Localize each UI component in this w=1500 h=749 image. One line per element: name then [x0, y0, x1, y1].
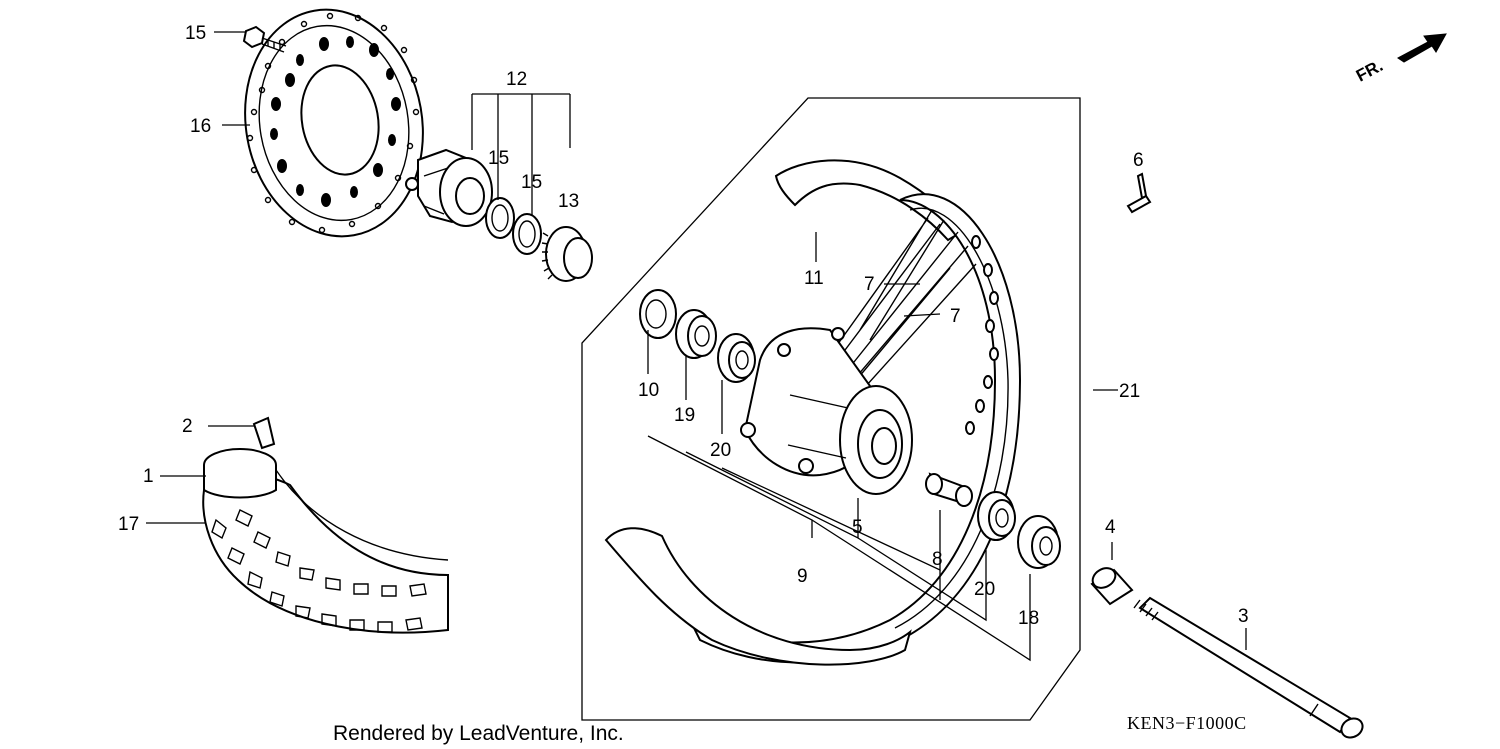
disc-bolt[interactable] [242, 25, 287, 53]
bearing-19[interactable] [675, 309, 717, 359]
callout-16: 16 [190, 116, 211, 137]
callout-10: 10 [638, 380, 659, 401]
callout-5: 5 [852, 517, 863, 538]
bearing-20b[interactable] [977, 491, 1016, 541]
rim-band[interactable] [774, 159, 967, 242]
rim-strip[interactable] [252, 416, 276, 450]
brake-disc[interactable] [228, 0, 441, 251]
speedometer-gear-retainer[interactable] [541, 226, 593, 282]
front-direction-indicator: FR. [1353, 33, 1447, 86]
callout-7b: 7 [950, 306, 961, 327]
rim-band-lower[interactable] [604, 527, 912, 666]
callout-20b: 20 [974, 579, 995, 600]
dust-seal[interactable] [639, 289, 677, 339]
speedometer-gearbox[interactable] [405, 148, 493, 227]
callout-3: 3 [1238, 606, 1249, 627]
spokes[interactable] [829, 209, 977, 387]
callout-8: 8 [932, 549, 943, 570]
callout-15a: 15 [488, 148, 509, 169]
valve-cap[interactable] [1126, 172, 1152, 214]
distance-collar[interactable] [925, 472, 973, 507]
callout-18: 18 [1018, 608, 1039, 629]
front-arrow-icon [1397, 33, 1447, 63]
callout-11: 11 [804, 268, 824, 289]
wheel-hub[interactable] [740, 327, 913, 495]
callout-20a: 20 [710, 440, 731, 461]
bearing-18[interactable] [1017, 515, 1061, 569]
callout-6: 6 [1133, 150, 1144, 171]
gearbox-retainer-washer[interactable] [485, 197, 542, 255]
callout-4: 4 [1105, 517, 1116, 538]
callout-12: 17 [118, 514, 139, 535]
callout-15b: 15 [521, 172, 542, 193]
callout-19: 19 [674, 405, 695, 426]
callout-2: 2 [182, 416, 193, 437]
rim[interactable] [687, 193, 1022, 664]
axle-collar[interactable] [1089, 564, 1134, 606]
front-axle[interactable] [1133, 596, 1366, 741]
front-direction-label: FR. [1353, 56, 1386, 86]
callout-13: 12 [506, 69, 527, 90]
callout-21: 21 [1119, 381, 1140, 402]
tire[interactable] [202, 473, 449, 634]
callout-labels: 15 16 12 15 15 13 6 11 7 7 21 10 19 20 2… [118, 23, 1249, 629]
callout-17: 15 [185, 23, 206, 44]
callout-7a: 7 [864, 274, 875, 295]
callout-9: 9 [797, 566, 808, 587]
render-credit: Rendered by LeadVenture, Inc. [333, 722, 624, 745]
inner-tube[interactable] [203, 448, 449, 561]
callout-14: 13 [558, 191, 579, 212]
diagram-code: KEN3−F1000C [1127, 713, 1247, 733]
bearing-20a[interactable] [717, 333, 756, 383]
callout-1: 1 [143, 466, 154, 487]
leader-lines [146, 31, 1247, 662]
